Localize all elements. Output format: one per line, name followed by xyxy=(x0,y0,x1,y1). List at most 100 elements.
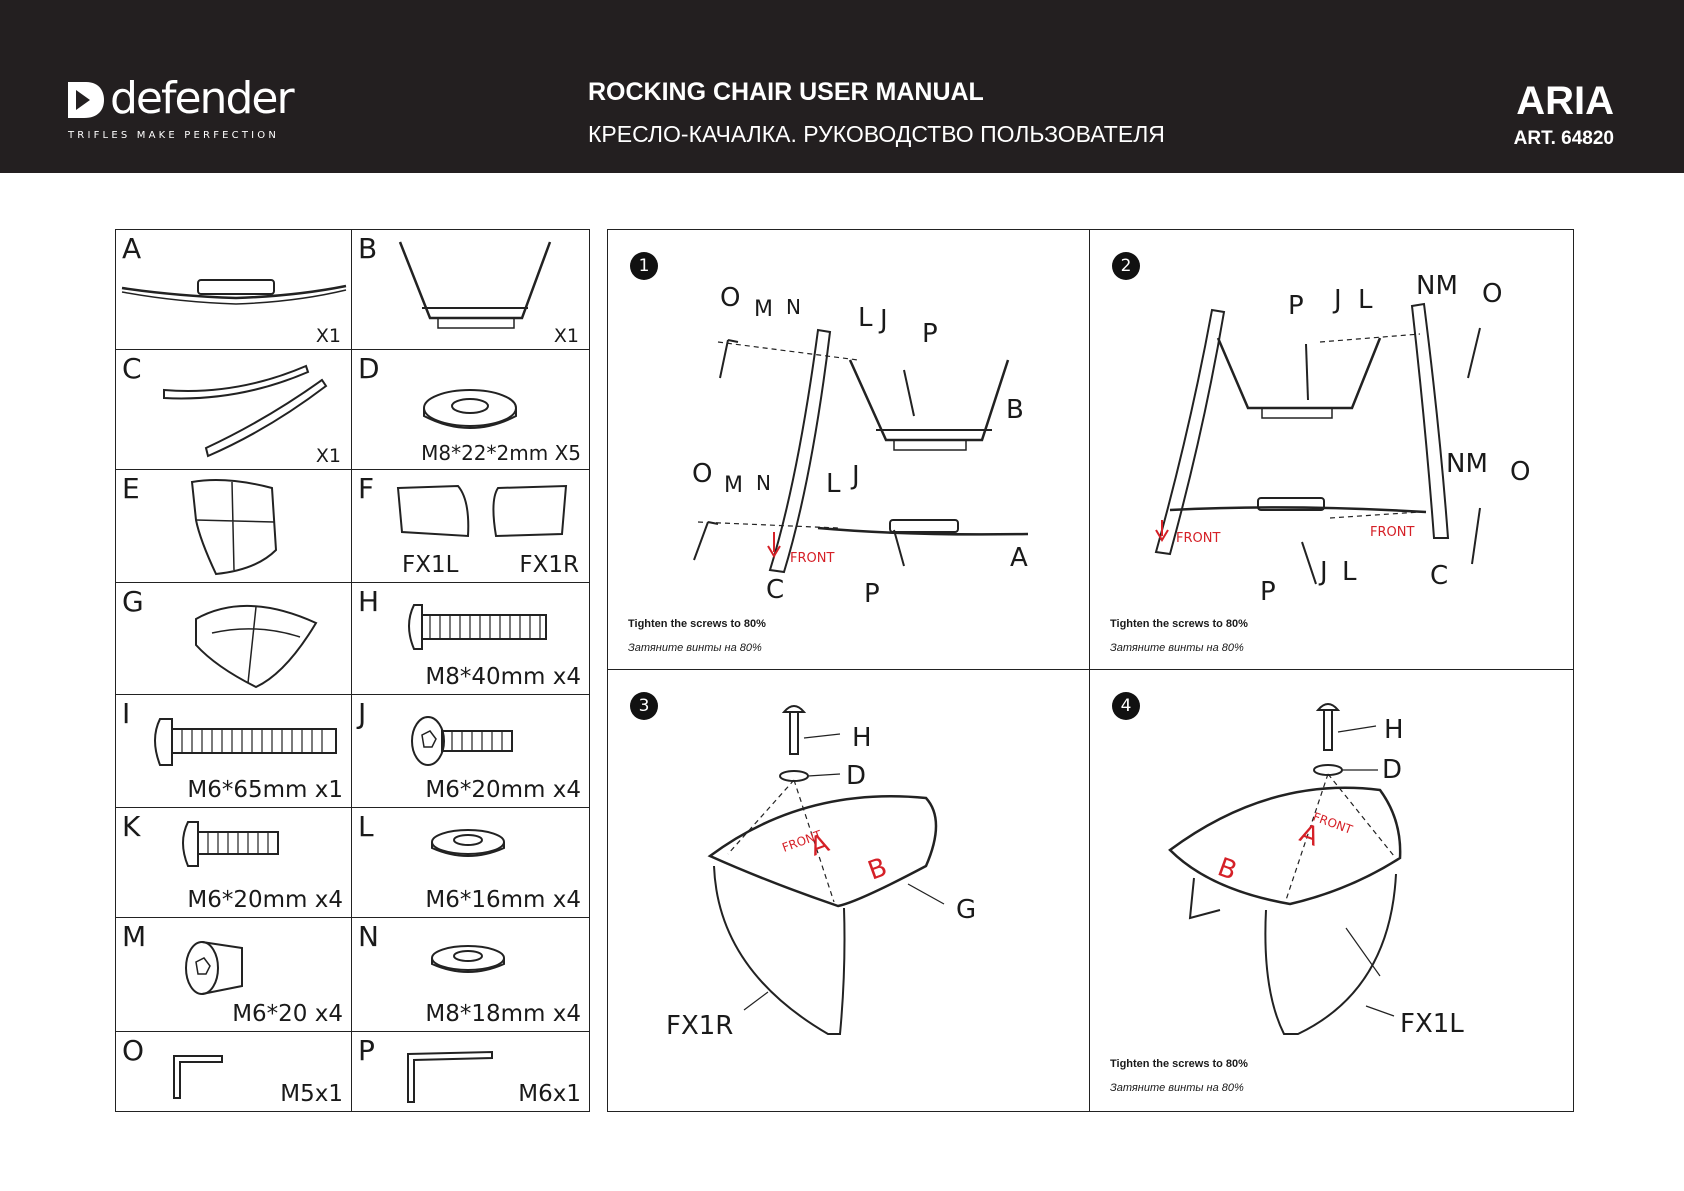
part-cell-f: F FX1L FX1R xyxy=(352,470,589,583)
step-note-en: Tighten the screws to 80% xyxy=(628,618,766,630)
label-m: M xyxy=(724,473,743,498)
step-number: 3 xyxy=(630,692,658,720)
part-spec: M6x1 xyxy=(518,1081,581,1107)
washer-icon xyxy=(431,945,505,973)
part-cell-g: G xyxy=(116,583,352,695)
part-letter: H xyxy=(358,585,380,618)
part-cell-p: P M6x1 xyxy=(352,1032,589,1111)
part-letter: K xyxy=(122,810,141,843)
part-spec: M5x1 xyxy=(280,1081,343,1107)
washer-icon xyxy=(431,829,505,857)
step-1-diagram: O M N L J P B O M N L J A C P FRONT xyxy=(692,283,1029,609)
label-j: J xyxy=(878,305,888,335)
part-spec: M8*18mm x4 xyxy=(425,1001,581,1027)
hex-bolt-icon xyxy=(411,716,513,766)
label-l: L xyxy=(858,303,873,333)
label-h: H xyxy=(1384,715,1404,745)
label-p: P xyxy=(864,579,880,609)
part-letter: M xyxy=(122,920,147,953)
short-bolt-icon xyxy=(182,821,279,867)
part-cell-h: H M8*40mm x4 xyxy=(352,583,589,695)
part-b-drawing xyxy=(398,241,552,329)
step-4-diagram: FRONT A B H D FX1L xyxy=(1168,703,1464,1039)
manual-title: ROCKING CHAIR USER MANUAL КРЕСЛО-КАЧАЛКА… xyxy=(588,78,1165,148)
part-letter: C xyxy=(122,352,142,385)
step-3: FRONT A B H D G FX1R 3 xyxy=(608,670,1090,1111)
step-note-ru: Затяните винты на 80% xyxy=(628,642,762,654)
defender-logo-icon xyxy=(68,82,104,118)
front-label: FRONT xyxy=(790,551,834,566)
part-letter: B xyxy=(358,232,378,265)
part-letter: E xyxy=(122,472,140,505)
label-j: J xyxy=(850,461,860,491)
part-cell-a: A X1 xyxy=(116,230,352,350)
label-c: C xyxy=(1430,561,1448,591)
part-letter: L xyxy=(358,810,374,843)
part-letter: D xyxy=(358,352,380,385)
step-number: 4 xyxy=(1112,692,1140,720)
part-spec: M6*20mm x4 xyxy=(425,777,581,803)
article-number: ART. 64820 xyxy=(1513,128,1614,149)
label-n: N xyxy=(756,471,771,495)
allen-key-icon xyxy=(407,1050,493,1103)
part-letter: I xyxy=(122,697,131,730)
model-name: ARIA xyxy=(1516,79,1614,123)
step-2-diagram: P J L NM O NM O J L P C FRONT FRONT xyxy=(1154,271,1530,607)
label-o: O xyxy=(720,283,740,313)
part-cell-o: O M5x1 xyxy=(116,1032,352,1111)
seat-mark-a: A xyxy=(806,828,833,862)
part-spec: M8*22*2mm X5 xyxy=(421,441,581,465)
side-panels-icon xyxy=(396,484,568,538)
label-nm: NM xyxy=(1446,449,1488,479)
part-qty: X1 xyxy=(315,325,341,347)
washer-icon xyxy=(423,389,517,429)
part-qty: X1 xyxy=(553,325,579,347)
label-j: J xyxy=(1332,285,1342,315)
part-cell-c: C X1 xyxy=(116,350,352,470)
label-d: D xyxy=(1382,755,1402,785)
front-label: FRONT xyxy=(1176,531,1220,546)
label-a: A xyxy=(1010,543,1028,573)
seat-mark-b: B xyxy=(864,852,891,886)
label-p: P xyxy=(1260,577,1276,607)
part-cell-e: E xyxy=(116,470,352,583)
barrel-nut-icon xyxy=(185,941,243,995)
label-o: O xyxy=(1510,457,1530,487)
label-l: L xyxy=(1342,557,1357,587)
part-spec-fx1r: FX1R xyxy=(519,552,579,578)
label-fx1r: FX1R xyxy=(666,1011,733,1041)
seat-mark-a: A xyxy=(1296,818,1323,852)
step-1: O M N L J P B O M N L J A C P FRONT 1 Ti… xyxy=(608,230,1090,670)
label-l: L xyxy=(826,469,841,499)
backrest-icon xyxy=(190,479,278,576)
part-a-drawing xyxy=(121,279,347,305)
part-spec: M6*20mm x4 xyxy=(187,887,343,913)
label-p: P xyxy=(1288,291,1304,321)
part-letter: F xyxy=(358,472,375,505)
part-letter: P xyxy=(358,1034,375,1067)
step-4: FRONT A B H D FX1L 4 Tighten the screws … xyxy=(1090,670,1573,1111)
allen-key-icon xyxy=(173,1055,223,1099)
parts-table: A X1 B X1 C X1 D M8*22*2mm X5 xyxy=(115,229,590,1112)
label-c: C xyxy=(766,575,784,605)
part-spec-fx1l: FX1L xyxy=(402,552,459,578)
part-cell-m: M M6*20 x4 xyxy=(116,918,352,1032)
part-c-drawing xyxy=(163,364,328,458)
brand-tagline: TRIFLES MAKE PERFECTION xyxy=(68,130,280,141)
label-j: J xyxy=(1318,557,1328,587)
seat-mark-b: B xyxy=(1214,852,1241,886)
label-h: H xyxy=(852,723,872,753)
label-b: B xyxy=(1006,395,1024,425)
part-qty: X1 xyxy=(315,445,341,467)
part-letter: N xyxy=(358,920,379,953)
part-letter: G xyxy=(122,585,144,618)
step-note-ru: Затяните винты на 80% xyxy=(1110,642,1244,654)
label-o: O xyxy=(692,459,712,489)
long-bolt-icon xyxy=(154,718,337,766)
seat-cushion-icon xyxy=(195,605,318,689)
part-cell-k: K M6*20mm x4 xyxy=(116,808,352,918)
header-bar: defender TRIFLES MAKE PERFECTION ROCKING… xyxy=(0,0,1684,173)
model-block: ARIA ART. 64820 xyxy=(1514,78,1614,150)
title-ru: КРЕСЛО-КАЧАЛКА. РУКОВОДСТВО ПОЛЬЗОВАТЕЛЯ xyxy=(588,121,1165,147)
part-letter: O xyxy=(122,1034,145,1067)
